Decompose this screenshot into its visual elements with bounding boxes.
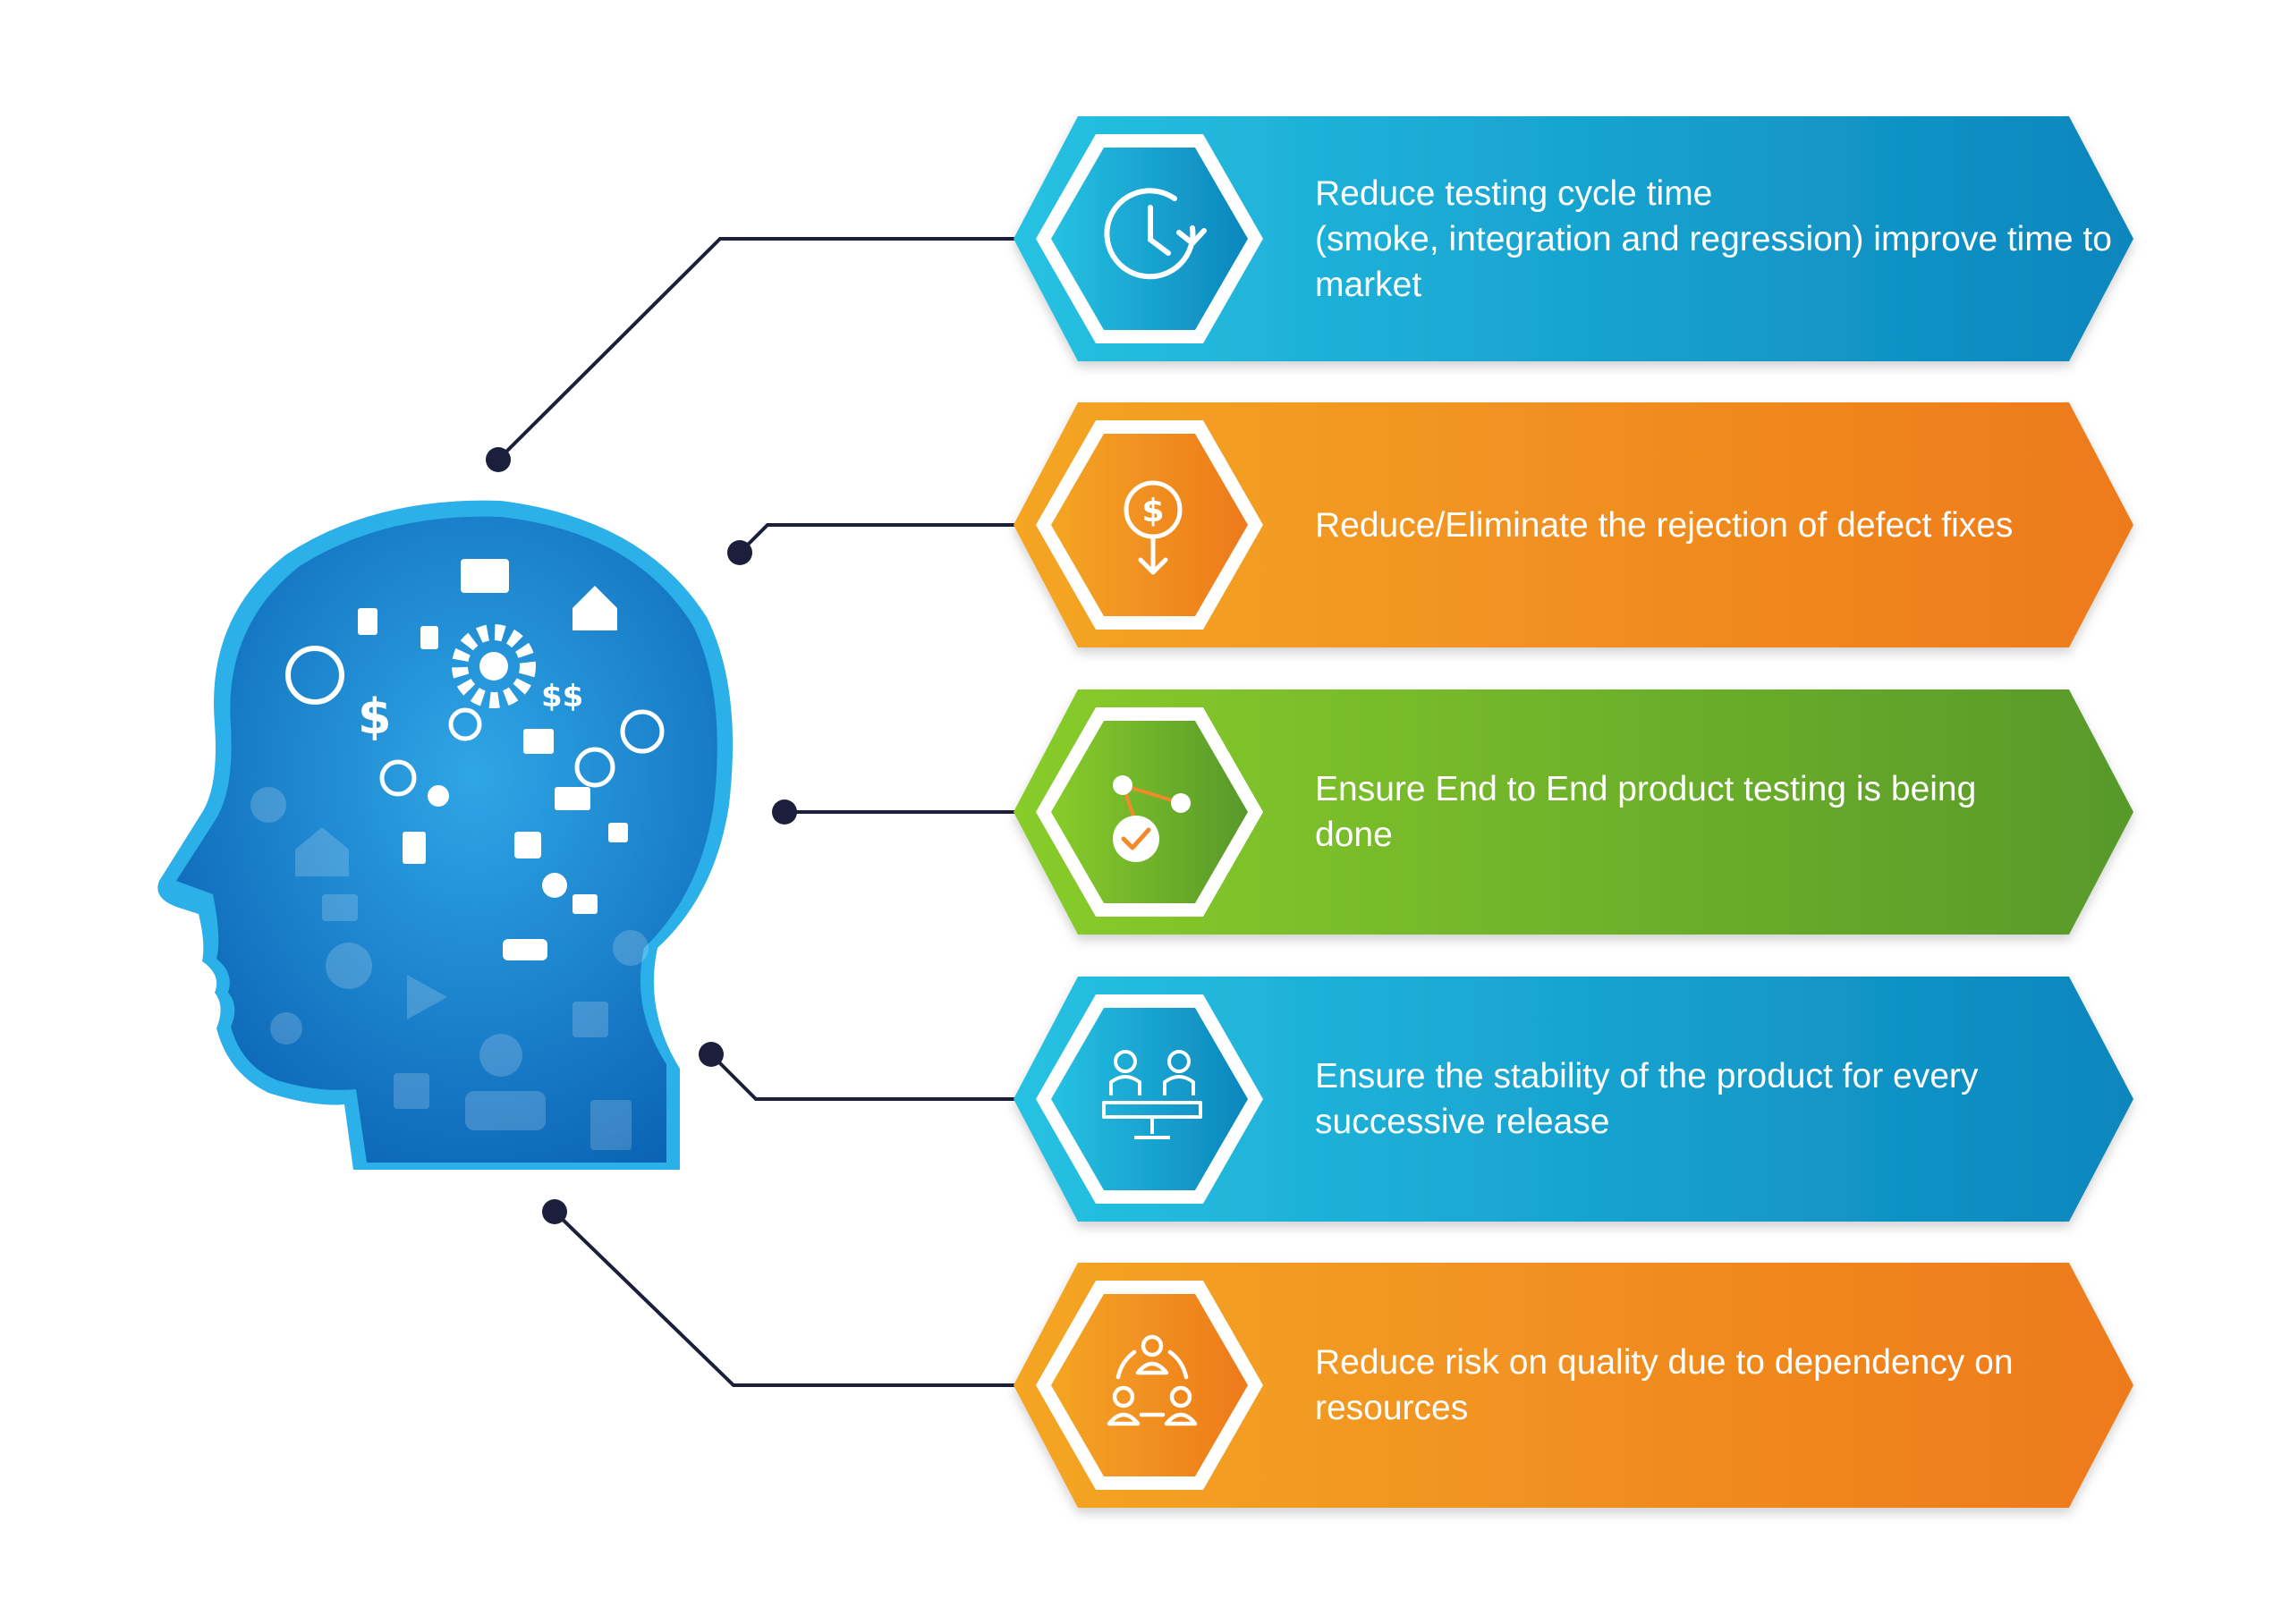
connector-5 <box>553 1210 1015 1387</box>
banner-4-text: Ensure the stability of the product for … <box>1315 1023 2120 1175</box>
banner-5 <box>1014 1263 2133 1508</box>
banner-5-hex <box>1051 1294 1248 1476</box>
banner-3 <box>1014 689 2133 935</box>
connector-2 <box>738 523 1015 554</box>
lightbulb-icon <box>620 709 665 754</box>
connector-dot-2 <box>727 540 752 565</box>
banner-2: $ <box>1014 402 2133 647</box>
banner-3-hex <box>1051 721 1248 903</box>
balance-people-icon <box>1102 1050 1202 1139</box>
dollar-icon: $ <box>358 689 392 745</box>
gear-icon <box>452 624 536 708</box>
banner-4-hex <box>1051 1008 1248 1190</box>
globe-icon <box>285 646 344 705</box>
connector-dots <box>486 447 797 1224</box>
banner-3-background <box>1014 689 2133 935</box>
dollar-down-icon <box>1124 480 1183 575</box>
banner-2-background <box>1014 402 2133 647</box>
banner-4-background <box>1014 977 2133 1222</box>
banner-3-label: Ensure End to End product testing is bei… <box>1315 770 1977 854</box>
svg-text:$$: $$ <box>541 679 583 715</box>
briefcase-icon <box>461 559 509 593</box>
banner-1-text: Reduce testing cycle time (smoke, integr… <box>1315 163 2120 315</box>
banner-3-text: Ensure End to End product testing is bei… <box>1315 736 2120 888</box>
head-fill <box>176 516 717 1163</box>
connector-1 <box>496 237 1015 461</box>
head-illustration: $ $$ <box>157 500 734 1170</box>
connector-dot-5 <box>542 1199 567 1224</box>
play-icon <box>407 975 447 1019</box>
head-icon-pattern: $ $$ <box>250 559 665 1150</box>
banner-1 <box>1014 116 2133 361</box>
home-icon <box>572 586 617 630</box>
connector-4 <box>709 1053 1015 1101</box>
dollar-down-icon-symbol: $ <box>1141 493 1164 529</box>
banner-4 <box>1014 977 2133 1222</box>
clock-refresh-icon <box>1104 188 1207 280</box>
banner-2-label: Reduce/Eliminate the rejection of defect… <box>1315 505 2014 545</box>
connectors <box>496 237 1015 1387</box>
connector-dot-3 <box>772 799 797 825</box>
banner-5-text: Reduce risk on quality due to dependency… <box>1315 1309 2120 1461</box>
process-check-icon <box>1113 775 1191 862</box>
banner-1-background <box>1014 116 2133 361</box>
connector-dot-1 <box>486 447 511 472</box>
banner-5-label: Reduce risk on quality due to dependency… <box>1315 1343 2014 1427</box>
banner-4-label: Ensure the stability of the product for … <box>1315 1057 1979 1141</box>
banner-2-hex <box>1051 434 1248 616</box>
banner-2-text: Reduce/Eliminate the rejection of defect… <box>1315 449 2120 601</box>
banner-1-label: Reduce testing cycle time (smoke, integr… <box>1315 173 2112 304</box>
banner-5-background <box>1014 1263 2133 1508</box>
team-network-icon <box>1107 1334 1198 1426</box>
connector-dot-4 <box>699 1042 724 1067</box>
